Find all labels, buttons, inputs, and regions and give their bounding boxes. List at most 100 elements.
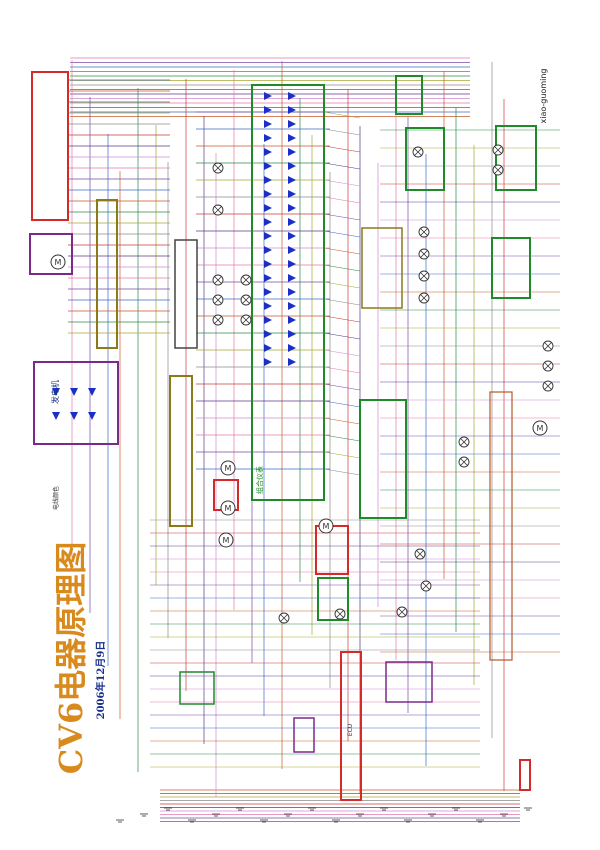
motor-icon: M	[220, 500, 236, 516]
wire	[323, 468, 361, 476]
lamp-icon	[542, 340, 554, 352]
ground-icon	[308, 807, 316, 811]
ground-icon	[428, 813, 436, 817]
lamp-icon	[240, 294, 252, 306]
wire	[323, 213, 361, 221]
diode-icon	[288, 330, 296, 338]
instrument-cluster	[251, 84, 325, 501]
diode-icon	[288, 218, 296, 226]
ground-icon	[284, 813, 292, 817]
diode-icon	[264, 288, 272, 296]
diagram-title: CV6电器原理图	[52, 542, 90, 775]
component-frames	[29, 71, 537, 801]
lamp-icon	[212, 274, 224, 286]
motor-icon: M	[220, 460, 236, 476]
diode-icon	[288, 162, 296, 170]
lamp-icon	[334, 608, 346, 620]
ground-icon	[260, 819, 268, 823]
svg-text:M: M	[223, 536, 230, 545]
diode-icon	[70, 388, 78, 396]
ground-icon	[500, 813, 508, 817]
ground-icon	[380, 807, 388, 811]
wire-layer	[68, 57, 560, 822]
diode-icon	[288, 246, 296, 254]
diode-icon	[288, 120, 296, 128]
wire	[323, 145, 361, 153]
motor-icon: M	[50, 254, 66, 270]
lamp-icon	[458, 456, 470, 468]
diode-icon	[288, 302, 296, 310]
lamp-icon	[212, 294, 224, 306]
alternator-label: 发电机	[50, 380, 60, 404]
ecu-block	[340, 651, 362, 801]
lamp-icon	[542, 360, 554, 372]
diode-icon	[70, 412, 78, 420]
diode-icon	[264, 120, 272, 128]
diode-icon	[52, 412, 60, 420]
diagram-date: 2006年12月9日	[94, 641, 107, 720]
lamp-icon	[396, 606, 408, 618]
lamp-icon	[542, 380, 554, 392]
diode-icon	[264, 232, 272, 240]
diode-icon	[288, 190, 296, 198]
ground-icon	[188, 819, 196, 823]
diode-icon	[264, 302, 272, 310]
lamp-icon	[278, 612, 290, 624]
bottom-right-plug	[519, 759, 531, 791]
diode-icon	[264, 246, 272, 254]
diode-icon	[264, 162, 272, 170]
lamp-icon	[212, 204, 224, 216]
wire	[323, 128, 361, 136]
fuse-box	[31, 71, 69, 221]
wire	[323, 230, 361, 238]
ground-icon	[116, 819, 124, 823]
wire	[323, 451, 361, 459]
diode-icon	[264, 274, 272, 282]
wire	[323, 434, 361, 442]
label-layer: 发电机 组合仪表 ECU 电线颜色 xiao-guoming	[50, 69, 548, 737]
ground-icon	[164, 807, 172, 811]
diode-icon	[288, 260, 296, 268]
lamp-icon	[420, 580, 432, 592]
ground-icon	[476, 819, 484, 823]
diode-icon	[288, 344, 296, 352]
ground-icon	[212, 813, 220, 817]
alternator-block	[33, 361, 119, 445]
module-block-c	[317, 577, 349, 621]
diode-icon	[288, 274, 296, 282]
lamp-icon	[458, 436, 470, 448]
motor-icon: M	[318, 518, 334, 534]
ground-icon	[452, 807, 460, 811]
ground-icon	[356, 813, 364, 817]
diode-icon	[264, 358, 272, 366]
diode-icon	[264, 330, 272, 338]
module-block-d	[385, 661, 433, 703]
lamp-group-right	[491, 237, 531, 299]
module-block-e	[293, 717, 315, 753]
diode-icon	[264, 190, 272, 198]
diode-icon	[288, 288, 296, 296]
motor-icon: M	[532, 420, 548, 436]
wire	[323, 196, 361, 204]
lamp-icon	[492, 164, 504, 176]
wire	[323, 298, 361, 306]
lamp-icon	[418, 248, 430, 260]
lamp-icon	[212, 162, 224, 174]
cluster-label: 组合仪表	[255, 466, 264, 494]
svg-text:M: M	[225, 464, 232, 473]
ecu-label: ECU	[347, 724, 354, 736]
wire	[323, 383, 361, 391]
diode-icon	[288, 176, 296, 184]
lamp-icon	[212, 314, 224, 326]
diode-icon	[52, 388, 60, 396]
diode-icon	[288, 106, 296, 114]
wire	[323, 349, 361, 357]
lamp-icon	[412, 146, 424, 158]
ground-icon	[524, 807, 532, 811]
diode-icon	[264, 106, 272, 114]
svg-text:M: M	[55, 258, 62, 267]
wire	[323, 366, 361, 374]
diode-icon	[264, 176, 272, 184]
lamp-icon	[418, 292, 430, 304]
